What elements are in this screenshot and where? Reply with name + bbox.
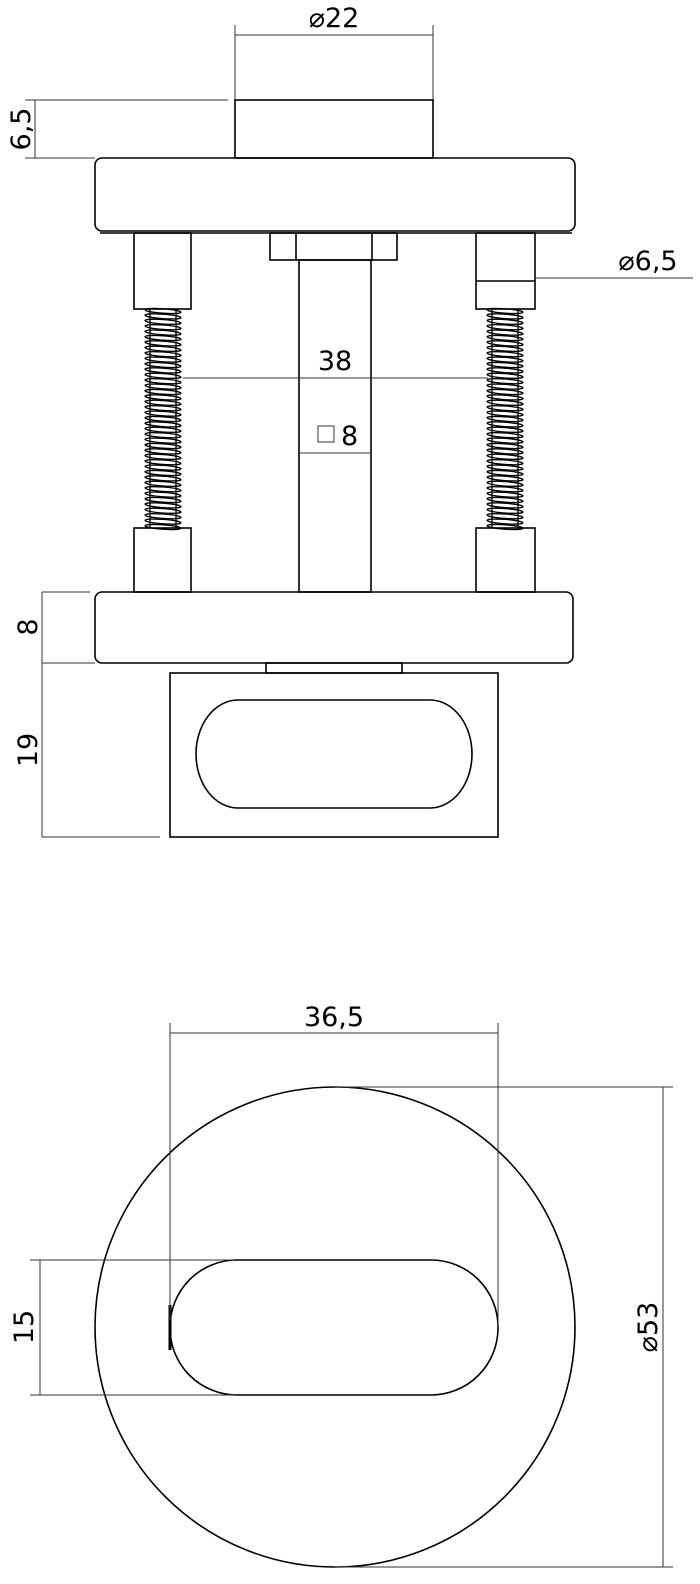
- side-view: ⌀22 6,5 ⌀6,5 38 8: [6, 3, 693, 838]
- dim-post-diameter: ⌀6,5: [618, 246, 677, 277]
- lower-rosette: [94, 591, 574, 664]
- dim-knob-grip-height: 15: [9, 1310, 40, 1344]
- left-spring: [144, 307, 182, 531]
- dim-knob-width: 36,5: [304, 1002, 364, 1033]
- dim-cap-diameter: ⌀22: [309, 3, 360, 34]
- dim-rosette-diameter: ⌀53: [633, 1302, 664, 1353]
- right-upper-post: [475, 232, 536, 310]
- upper-rosette: [94, 157, 576, 232]
- right-spring: [486, 307, 524, 531]
- springs: [144, 307, 524, 531]
- dim-post-spacing: 38: [318, 346, 352, 377]
- knob-grip: [195, 699, 473, 809]
- spindle: [298, 259, 372, 593]
- left-upper-post: [133, 232, 192, 310]
- front-view: 36,5 15 ⌀53: [9, 1002, 673, 1568]
- dim-spindle-square: 8: [341, 421, 358, 452]
- dim-cap-height: 6,5: [6, 108, 37, 151]
- rosette-circle: [94, 1086, 576, 1568]
- left-lower-post: [133, 527, 192, 593]
- knob-front: [169, 1259, 499, 1396]
- turn-knob: [169, 672, 499, 838]
- square-symbol-icon: [317, 425, 335, 443]
- dim-knob-height: 19: [13, 733, 44, 767]
- nut: [269, 232, 398, 261]
- cap: [234, 99, 434, 159]
- dim-rosette-thickness: 8: [13, 618, 44, 635]
- right-lower-post: [475, 527, 536, 593]
- knob-neck: [265, 662, 403, 674]
